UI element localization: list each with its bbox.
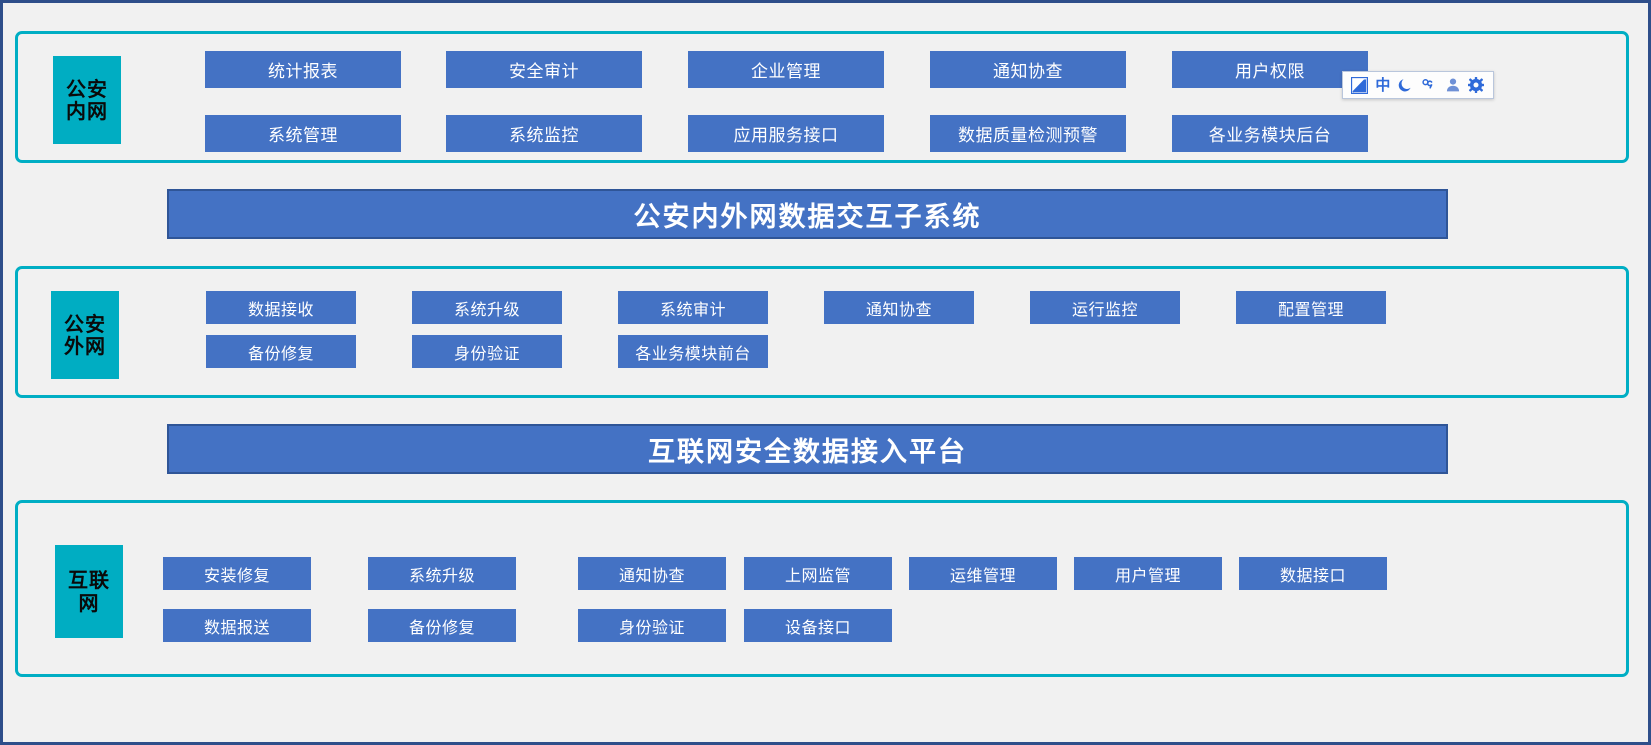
- ime-status-bar[interactable]: 中: [1342, 71, 1494, 99]
- settings-gear-icon[interactable]: [1466, 75, 1487, 96]
- module-chip[interactable]: 系统升级: [412, 291, 562, 324]
- module-chip[interactable]: 企业管理: [688, 51, 884, 88]
- chinese-mode-toggle[interactable]: 中: [1375, 75, 1391, 94]
- module-chip[interactable]: 通知协查: [824, 291, 974, 324]
- ime-logo-icon[interactable]: [1349, 75, 1370, 96]
- module-chip[interactable]: 数据接口: [1239, 557, 1387, 590]
- module-chip[interactable]: 运行监控: [1030, 291, 1180, 324]
- zone-label-police-intranet: 公安 内网: [53, 56, 121, 144]
- module-chip[interactable]: 各业务模块后台: [1172, 115, 1368, 152]
- zone-label-police-extranet: 公安 外网: [51, 291, 119, 379]
- banner-internet-security-data-platform: 互联网安全数据接入平台: [167, 424, 1448, 474]
- module-chip[interactable]: 数据报送: [163, 609, 311, 642]
- module-chip[interactable]: 系统升级: [368, 557, 516, 590]
- user-account-icon[interactable]: [1443, 75, 1464, 96]
- module-chip[interactable]: 配置管理: [1236, 291, 1386, 324]
- module-chip[interactable]: 安全审计: [446, 51, 642, 88]
- module-chip[interactable]: 上网监管: [744, 557, 892, 590]
- module-chip[interactable]: 身份验证: [412, 335, 562, 368]
- module-chip[interactable]: 系统监控: [446, 115, 642, 152]
- module-chip[interactable]: 用户管理: [1074, 557, 1222, 590]
- module-chip[interactable]: 备份修复: [206, 335, 356, 368]
- module-chip[interactable]: 数据接收: [206, 291, 356, 324]
- module-chip[interactable]: 系统审计: [618, 291, 768, 324]
- halfwidth-fullwidth-toggle[interactable]: [1396, 75, 1417, 96]
- module-chip[interactable]: 安装修复: [163, 557, 311, 590]
- module-chip[interactable]: 设备接口: [744, 609, 892, 642]
- module-chip[interactable]: 身份验证: [578, 609, 726, 642]
- module-chip[interactable]: 通知协查: [930, 51, 1126, 88]
- module-chip[interactable]: 各业务模块前台: [618, 335, 768, 368]
- module-chip[interactable]: 备份修复: [368, 609, 516, 642]
- punctuation-mode-toggle[interactable]: [1419, 75, 1440, 96]
- module-chip[interactable]: 通知协查: [578, 557, 726, 590]
- module-chip[interactable]: 用户权限: [1172, 51, 1368, 88]
- zone-police-extranet: 公安 外网 数据接收 系统升级 系统审计 通知协查 运行监控 配置管理 备份修复…: [15, 266, 1629, 398]
- module-chip[interactable]: 应用服务接口: [688, 115, 884, 152]
- module-chip[interactable]: 运维管理: [909, 557, 1057, 590]
- module-chip[interactable]: 统计报表: [205, 51, 401, 88]
- module-chip[interactable]: 系统管理: [205, 115, 401, 152]
- zone-internet: 互联 网 安装修复 系统升级 通知协查 上网监管 运维管理 用户管理 数据接口 …: [15, 500, 1629, 677]
- zone-label-internet: 互联 网: [55, 545, 123, 638]
- module-chip[interactable]: 数据质量检测预警: [930, 115, 1126, 152]
- banner-data-exchange-subsystem: 公安内外网数据交互子系统: [167, 189, 1448, 239]
